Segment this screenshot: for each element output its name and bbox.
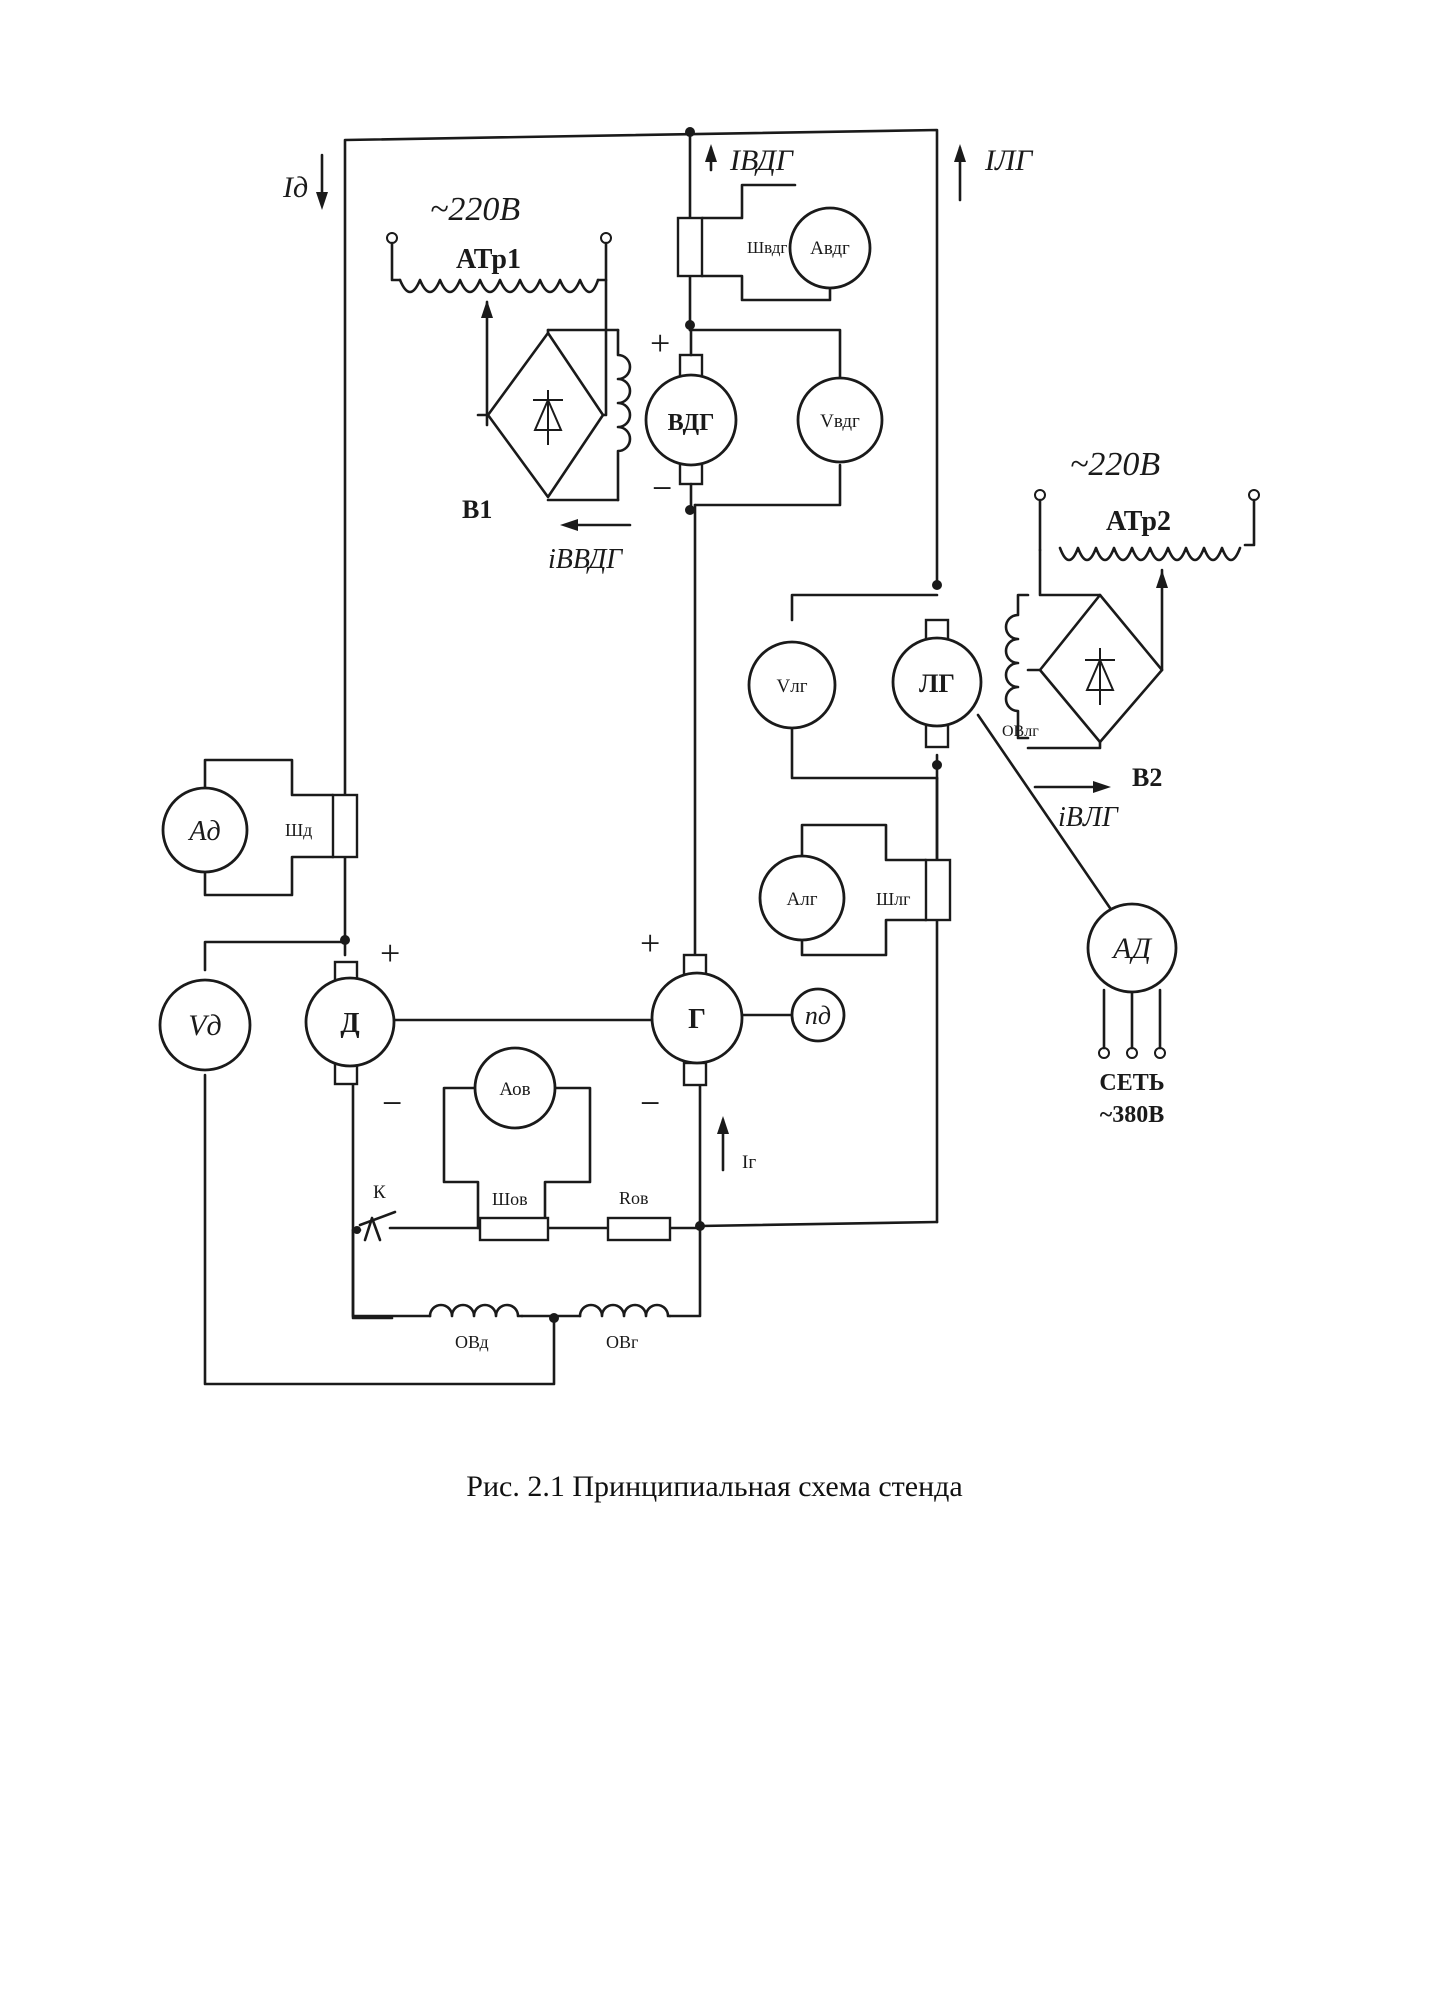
- atr1-label: АТр1: [456, 244, 521, 275]
- shunt-d: [331, 793, 359, 859]
- network-voltage-label: ~380В: [1100, 1102, 1165, 1128]
- supply1-label: ~220В: [430, 191, 520, 228]
- d-plus: +: [380, 933, 400, 973]
- ammeter-a-vdg-label: Авдг: [810, 238, 850, 259]
- current-id-label: Iд: [282, 171, 308, 204]
- voltmeter-v-lg-label: Vлг: [777, 676, 808, 697]
- top-current-labels: IВДГ IЛГ: [705, 144, 1034, 202]
- shunt-lg-label: Шлг: [876, 889, 911, 909]
- machine-g-label: Г: [688, 1004, 706, 1035]
- rectifier-b1-label: В1: [462, 495, 492, 524]
- current-ivdg-label: IВДГ: [729, 144, 795, 177]
- vdg-minus: −: [652, 468, 672, 508]
- ammeter-a-d-label: Ад: [187, 816, 220, 847]
- machine-ad-label: АД: [1111, 932, 1153, 965]
- g-plus: +: [640, 923, 660, 963]
- voltmeter-v-vdg-label: Vвдг: [820, 411, 860, 432]
- ammeter-a-ov-label: Аов: [499, 1079, 530, 1100]
- ammeter-a-d: [161, 786, 249, 874]
- figure-caption: Рис. 2.1 Принципиальная схема стенда: [466, 1470, 963, 1503]
- tachometer-n-d: [790, 987, 846, 1043]
- voltmeter-v-d: [158, 978, 252, 1072]
- switch-k-label: К: [373, 1182, 386, 1203]
- excitation-section: Аов Шов Rов К ОВд ОВг: [353, 1046, 672, 1352]
- resistor-r-ov: [606, 1216, 672, 1242]
- vdg-plus: +: [650, 323, 670, 363]
- ammeter-a-vdg: [788, 206, 872, 290]
- junction-dots: [340, 127, 942, 1323]
- field-winding-ovd-label: ОВд: [455, 1332, 489, 1352]
- machine-lg-label: ЛГ: [919, 669, 955, 698]
- shunt-vdg: [676, 216, 704, 278]
- tachometer-n-d-label: nд: [805, 1001, 831, 1030]
- rectifier-b2-label: В2: [1132, 763, 1162, 792]
- ad-section: АД СЕТЬ ~380В: [1086, 902, 1178, 1128]
- machine-g: [650, 971, 744, 1065]
- g-section: Г + − nд Iг: [640, 923, 846, 1173]
- machine-vdg-label: ВДГ: [668, 410, 715, 436]
- ammeter-a-ov: [473, 1046, 557, 1130]
- resistor-r-ov-label: Rов: [619, 1188, 649, 1208]
- current-ivvdg-label: iВВДГ: [548, 544, 623, 575]
- lg-section: Vлг ЛГ ОВлг ~220В АТр2 В2 iВЛГ: [747, 446, 1260, 957]
- shunt-ov-label: Шов: [492, 1189, 528, 1209]
- d-section: Ад Шд Vд Д + − Iд: [158, 153, 402, 1123]
- shunt-ov: [478, 1216, 550, 1242]
- supply2-label: ~220В: [1070, 446, 1160, 483]
- current-ilg-label: IЛГ: [984, 144, 1034, 177]
- voltmeter-v-d-label: Vд: [188, 1009, 222, 1042]
- atr1-section: ~220В АТр1 В1 iВВДГ: [386, 191, 632, 575]
- shunt-vdg-label: Швдг: [747, 238, 787, 257]
- rectifier-b1: [486, 331, 605, 499]
- field-winding-ovlg-label: ОВлг: [1002, 723, 1039, 740]
- machine-lg: [891, 636, 983, 728]
- voltmeter-v-vdg: [796, 376, 884, 464]
- main-wiring: [203, 128, 939, 1386]
- vdg-section: Швдг Авдг Vвдг ВДГ + −: [546, 183, 884, 512]
- field-winding-ovg-label: ОВг: [606, 1332, 638, 1352]
- shunt-d-label: Шд: [285, 820, 312, 840]
- voltmeter-v-lg: [747, 640, 837, 730]
- current-ig-label: Iг: [742, 1152, 756, 1173]
- shunt-lg: [924, 858, 952, 922]
- ammeter-a-lg-label: Алг: [787, 889, 818, 910]
- ammeter-a-lg: [758, 854, 846, 942]
- current-ivlg-label: iВЛГ: [1058, 802, 1119, 833]
- machine-d: [304, 976, 396, 1068]
- network-label: СЕТЬ: [1099, 1070, 1164, 1096]
- atr2-label: АТр2: [1106, 506, 1171, 537]
- d-minus: −: [382, 1083, 402, 1123]
- machine-d-label: Д: [340, 1008, 359, 1039]
- machine-vdg: [644, 373, 738, 467]
- g-minus: −: [640, 1083, 660, 1123]
